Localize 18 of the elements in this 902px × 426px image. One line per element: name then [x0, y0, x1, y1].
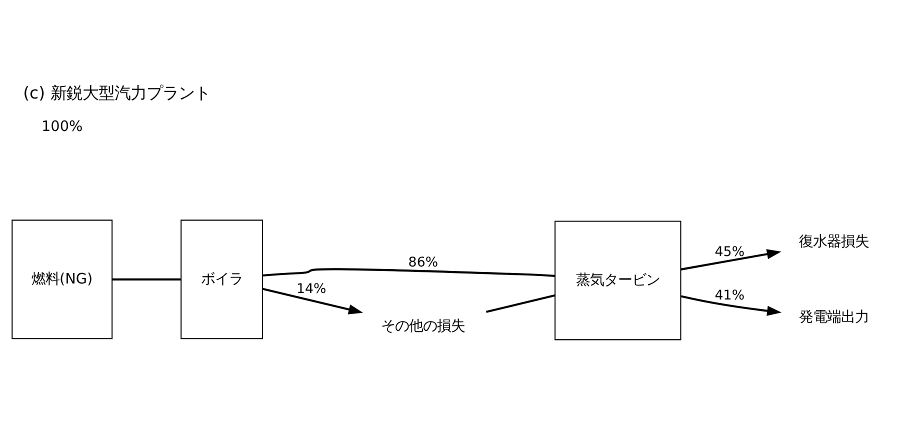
edge-label: 41%	[714, 288, 745, 303]
label: 100%	[42, 118, 83, 134]
connector	[262, 268, 556, 276]
arrow	[680, 248, 782, 270]
node-text: 発電端出力	[799, 308, 870, 325]
edge-label: 14%	[296, 282, 326, 297]
node-text: その他の損失	[381, 318, 466, 334]
node-text: 復水器損失	[799, 234, 870, 250]
node-box: 燃料(NG)	[12, 219, 113, 339]
arrow	[680, 294, 782, 316]
arrow	[262, 287, 364, 314]
node-box: 蒸気タービン	[554, 220, 682, 340]
diagram-title: (c) 新鋭大型汽力プラント	[23, 82, 210, 102]
connector	[112, 278, 181, 280]
edge-label: 45%	[714, 244, 745, 260]
node-box: ボイラ	[180, 219, 263, 339]
connector	[486, 294, 556, 312]
edge-label: 86%	[408, 254, 438, 270]
